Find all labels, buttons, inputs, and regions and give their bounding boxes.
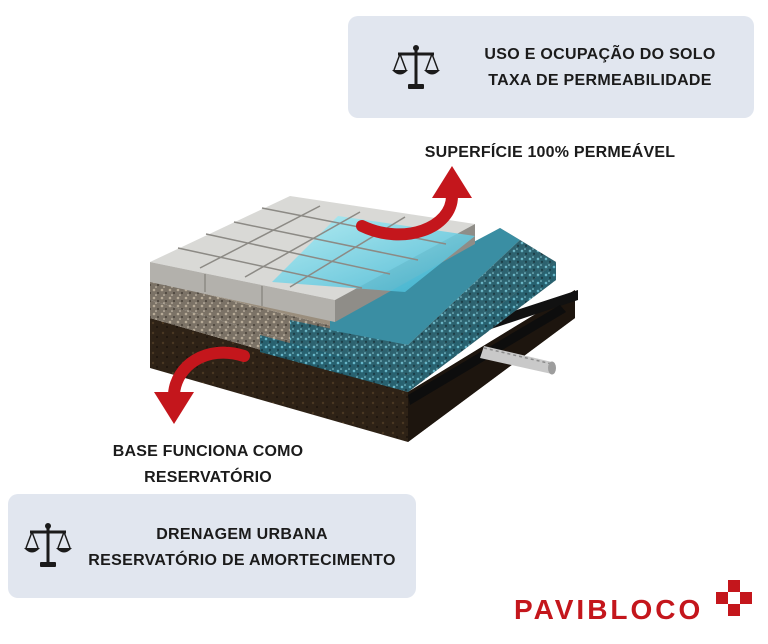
panel-text: USO E OCUPAÇÃO DO SOLO TAXA DE PERMEABIL…: [450, 42, 750, 94]
gravel-base-layer: [150, 240, 556, 392]
pavibloco-logo: PAVIBLOCO: [508, 580, 758, 630]
callout-permeable-surface: SUPERFÍCIE 100% PERMEÁVEL: [424, 144, 676, 161]
panel-line-1: USO E OCUPAÇÃO DO SOLO: [484, 46, 716, 63]
callout-base-line-2: RESERVATÓRIO: [144, 469, 272, 486]
infiltration-arrow-icon: [356, 166, 472, 241]
panel-line-2: RESERVATÓRIO DE AMORTECIMENTO: [88, 552, 396, 569]
logo-text: PAVIBLOCO: [514, 594, 704, 625]
checker-mark-icon: [716, 580, 752, 616]
panel-line-2: TAXA DE PERMEABILIDADE: [488, 72, 712, 89]
panel-line-1: DRENAGEM URBANA: [156, 526, 328, 543]
bedding-layer: [150, 228, 520, 345]
callout-base-line-1: BASE FUNCIONA COMO: [112, 443, 304, 460]
scale-of-justice-icon: [392, 45, 440, 89]
callout-base-reservoir: BASE FUNCIONA COMO RESERVATÓRIO: [98, 439, 318, 491]
drainage-pipe: [480, 346, 556, 375]
info-panel-urban-drainage: DRENAGEM URBANA RESERVATÓRIO DE AMORTECI…: [8, 494, 416, 598]
panel-text: DRENAGEM URBANA RESERVATÓRIO DE AMORTECI…: [68, 522, 416, 574]
scale-of-justice-icon: [24, 523, 72, 567]
info-panel-land-use: USO E OCUPAÇÃO DO SOLO TAXA DE PERMEABIL…: [348, 16, 754, 118]
storage-arrow-icon: [154, 346, 250, 424]
